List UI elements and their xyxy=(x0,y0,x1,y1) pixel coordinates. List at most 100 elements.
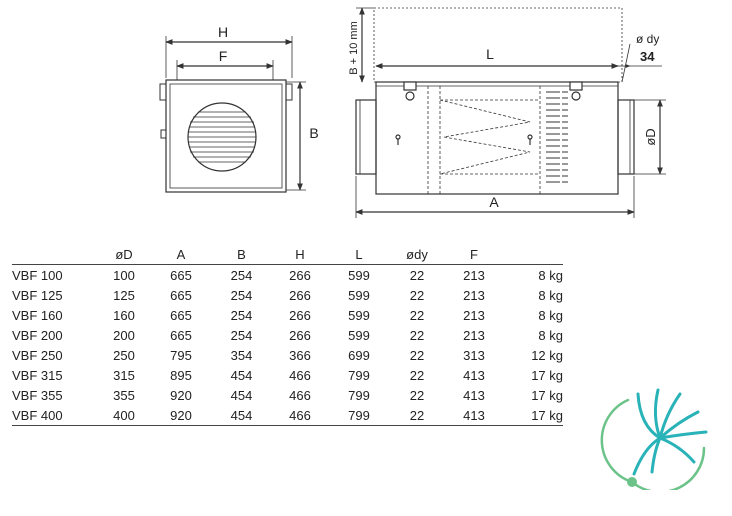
cell: 266 xyxy=(289,267,311,283)
cell: 665 xyxy=(170,267,192,283)
cell: 22 xyxy=(409,267,425,283)
cell: 366 xyxy=(289,347,311,363)
cell-weight: 8 kg xyxy=(538,307,563,323)
cell-model: VBF 100 xyxy=(12,267,63,283)
cell: 466 xyxy=(289,367,311,383)
cell: 22 xyxy=(409,387,425,403)
cell: 665 xyxy=(170,327,192,343)
cell: 599 xyxy=(348,307,370,323)
cell: 100 xyxy=(113,267,135,283)
cell-weight: 8 kg xyxy=(538,287,563,303)
cell-model: VBF 315 xyxy=(12,367,63,383)
cell: 160 xyxy=(113,307,135,323)
cell: 599 xyxy=(348,267,370,283)
cell: 454 xyxy=(230,367,253,383)
cell-model: VBF 200 xyxy=(12,327,63,343)
cell-weight: 8 kg xyxy=(538,327,563,343)
cell-weight: 17 kg xyxy=(531,367,563,383)
cell-model: VBF 355 xyxy=(12,387,63,403)
table-row: VBF 125 125 665 254 266 599 22 213 8 kg xyxy=(12,285,563,305)
cell: 400 xyxy=(100,405,148,426)
brand-logo-icon xyxy=(600,388,708,490)
label-34: 34 xyxy=(640,49,655,64)
label-a: A xyxy=(489,194,499,210)
outlet-spigot xyxy=(617,99,635,175)
table-row: VBF 400 400 920 454 466 799 22 413 17 kg xyxy=(12,405,563,426)
cell: 699 xyxy=(348,347,370,363)
cell-model: VBF 160 xyxy=(12,307,63,323)
cell: 254 xyxy=(230,287,253,303)
cell: 313 xyxy=(463,347,485,363)
cell: 599 xyxy=(348,287,370,303)
cell: 466 xyxy=(289,387,311,403)
header-b: B xyxy=(214,245,269,265)
cell: 799 xyxy=(331,405,387,426)
cell: 254 xyxy=(230,267,253,283)
header-f: F xyxy=(447,245,501,265)
label-h: H xyxy=(218,24,228,40)
cell: 213 xyxy=(463,287,485,303)
cell: 22 xyxy=(409,367,425,383)
label-f: F xyxy=(219,48,228,64)
technical-drawing: H F B xyxy=(159,7,666,218)
cell: 213 xyxy=(463,307,485,323)
spec-table: øD A B H L ødy F VBF 100 100 665 254 266… xyxy=(12,245,563,426)
cell-weight: 8 kg xyxy=(538,267,563,283)
cell: 355 xyxy=(113,387,135,403)
cell: 354 xyxy=(230,347,253,363)
table-row: VBF 315 315 895 454 466 799 22 413 17 kg xyxy=(12,365,563,385)
cell: 213 xyxy=(463,327,485,343)
cell-weight: 17 kg xyxy=(501,405,563,426)
inlet-spigot xyxy=(355,99,377,175)
cell: 454 xyxy=(230,387,253,403)
cell: 213 xyxy=(463,267,485,283)
cell: 799 xyxy=(348,387,370,403)
table-row: VBF 200 200 665 254 266 599 22 213 8 kg xyxy=(12,325,563,345)
cell-model: VBF 400 xyxy=(12,405,100,426)
header-weight xyxy=(501,245,563,265)
label-l: L xyxy=(486,46,494,62)
header-dy: ødy xyxy=(387,245,447,265)
cell: 125 xyxy=(113,287,135,303)
cell: 599 xyxy=(348,327,370,343)
table-row: VBF 250 250 795 354 366 699 22 313 12 kg xyxy=(12,345,563,365)
cell: 254 xyxy=(230,307,253,323)
cell: 22 xyxy=(387,405,447,426)
cell: 799 xyxy=(348,367,370,383)
table-row: VBF 355 355 920 454 466 799 22 413 17 kg xyxy=(12,385,563,405)
cell: 250 xyxy=(113,347,135,363)
label-d: øD xyxy=(643,128,658,145)
cell: 413 xyxy=(463,387,485,403)
front-view xyxy=(159,36,306,193)
cell: 920 xyxy=(170,387,192,403)
cell: 266 xyxy=(289,307,311,323)
side-view xyxy=(355,7,666,218)
cell: 795 xyxy=(170,347,192,363)
label-clearance: B + 10 mm xyxy=(348,21,360,75)
cell: 454 xyxy=(214,405,269,426)
cell: 413 xyxy=(447,405,501,426)
table-row: VBF 100 100 665 254 266 599 22 213 8 kg xyxy=(12,265,563,286)
cell: 665 xyxy=(170,287,192,303)
front-housing xyxy=(165,79,287,193)
table-header-row: øD A B H L ødy F xyxy=(12,245,563,265)
cell: 266 xyxy=(289,327,311,343)
cell: 413 xyxy=(463,367,485,383)
cell: 254 xyxy=(230,327,253,343)
header-diameter: øD xyxy=(100,245,148,265)
cell-weight: 17 kg xyxy=(531,387,563,403)
header-model xyxy=(12,245,100,265)
cell: 22 xyxy=(409,307,425,323)
header-l: L xyxy=(331,245,387,265)
cell: 466 xyxy=(269,405,331,426)
cell: 895 xyxy=(170,367,192,383)
cell-model: VBF 250 xyxy=(12,347,63,363)
table-row: VBF 160 160 665 254 266 599 22 213 8 kg xyxy=(12,305,563,325)
cell: 266 xyxy=(289,287,311,303)
cell-weight: 12 kg xyxy=(531,347,563,363)
cell: 920 xyxy=(148,405,214,426)
header-a: A xyxy=(148,245,214,265)
cell: 200 xyxy=(113,327,135,343)
label-b: B xyxy=(309,125,318,141)
cell: 22 xyxy=(409,347,425,363)
